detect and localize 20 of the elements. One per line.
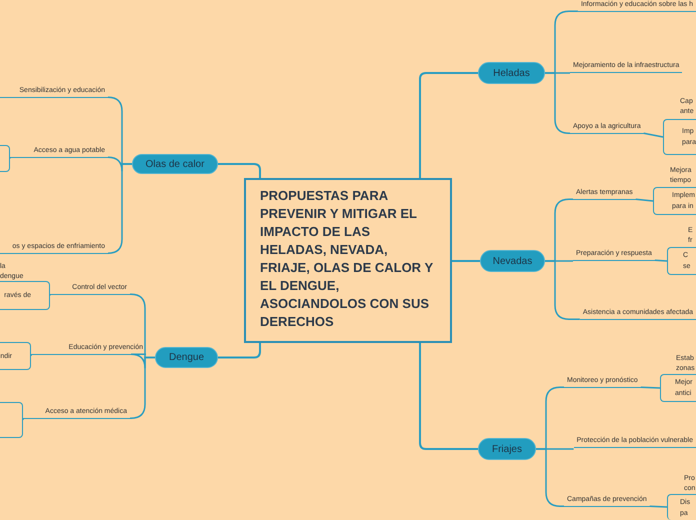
main-topic-pill: Friajes [478,438,536,460]
connector-line [636,198,654,202]
main-topic-pill: Dengue [155,347,218,368]
central-topic-box: PROPUESTAS PARA PREVENIR Y MITIGAR EL IMPACTO DE LAS HELADAS, NEVADA, FRIAJE, OLAS DE CALOR Y EL DENGUE, ASOCIANDOLOS CON SUS DERECHOS [244,178,452,343]
connector-line [640,386,660,389]
connector-line [644,132,664,138]
main-topic-pill: Olas de calor [132,154,218,174]
connector-line [545,260,580,320]
connector-line [107,163,132,254]
empty-card [0,402,23,438]
connector-line [419,343,478,450]
connector-line [536,448,564,507]
connector-line [452,260,480,262]
main-topic-pill: Heladas [478,62,545,84]
empty-card [0,145,10,172]
main-topic-pill: Nevadas [480,250,545,272]
connector-line [650,506,668,508]
connector-line [654,260,668,262]
connector-line [419,72,478,178]
connector-line [130,356,155,419]
